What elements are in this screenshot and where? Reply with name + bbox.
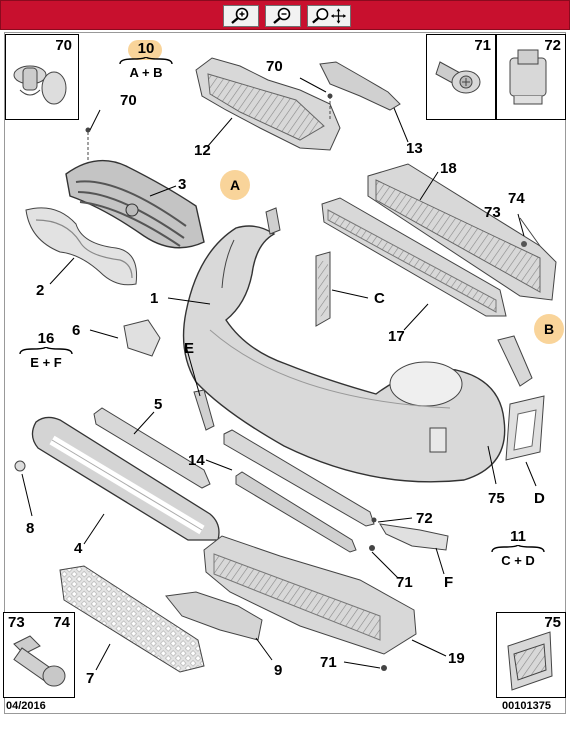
callout-1[interactable]: 1	[150, 290, 159, 307]
callout-12[interactable]: 12	[194, 142, 211, 159]
marker-b[interactable]: B	[534, 314, 564, 344]
group-10-highlight	[128, 40, 162, 60]
brace-icon	[119, 57, 173, 65]
callout-74[interactable]: 74	[508, 190, 525, 207]
callout-c[interactable]: C	[374, 290, 385, 307]
group-10-parts: A + B	[129, 65, 163, 80]
legend-box-70-label: 70	[55, 37, 72, 54]
brace-icon	[491, 545, 545, 553]
clip-70-icon	[13, 65, 67, 105]
callout-6[interactable]: 6	[72, 322, 81, 339]
callout-19[interactable]: 19	[448, 650, 465, 667]
group-11-parts: C + D	[501, 553, 535, 568]
callout-7[interactable]: 7	[86, 670, 95, 687]
group-10[interactable]: 10 A + B	[118, 40, 174, 80]
marker-a[interactable]: A	[220, 170, 250, 200]
callout-2[interactable]: 2	[36, 282, 45, 299]
brace-icon	[19, 347, 73, 355]
callout-70-top[interactable]: 70	[266, 58, 283, 75]
callout-73[interactable]: 73	[484, 204, 501, 221]
callout-13[interactable]: 13	[406, 140, 423, 157]
zoom-pan-button[interactable]	[307, 5, 351, 27]
callout-e[interactable]: E	[184, 340, 195, 357]
callout-71-bottom[interactable]: 71	[320, 654, 337, 671]
marker-b-label: B	[543, 321, 555, 337]
callout-5[interactable]: 5	[154, 396, 163, 413]
group-11[interactable]: 11 C + D	[490, 528, 546, 568]
callout-14[interactable]: 14	[188, 452, 205, 469]
callout-18[interactable]: 18	[440, 160, 457, 177]
zoom-out-button[interactable]	[265, 5, 301, 27]
group-16-number: 16	[37, 330, 55, 347]
callout-71-mid[interactable]: 71	[396, 574, 413, 591]
bolt-73-74-icon	[13, 635, 66, 687]
callout-75[interactable]: 75	[488, 490, 505, 507]
callout-70-left[interactable]: 70	[120, 92, 137, 109]
callout-f[interactable]: F	[444, 574, 454, 591]
callout-17[interactable]: 17	[388, 328, 405, 345]
clip-72-icon	[509, 49, 547, 105]
marker-a-label: A	[229, 177, 241, 193]
group-16-parts: E + F	[30, 355, 62, 370]
callout-4[interactable]: 4	[74, 540, 83, 557]
legend-box-74-label: 74	[53, 614, 70, 631]
callout-d[interactable]: D	[534, 490, 545, 507]
screw-71-icon	[435, 61, 481, 94]
group-11-number: 11	[510, 528, 526, 545]
zoom-pan-icon	[312, 8, 347, 24]
footer-date: 04/2016	[6, 700, 46, 712]
zoom-in-icon	[231, 7, 249, 24]
zoom-out-icon	[273, 7, 291, 24]
zoom-in-button[interactable]	[223, 5, 259, 27]
legend-box-73-label: 73	[8, 614, 25, 631]
toolbar	[0, 0, 570, 30]
group-16[interactable]: 16 E + F	[18, 330, 74, 370]
bracket-75-icon	[507, 631, 553, 691]
legend-box-71-label: 71	[474, 37, 491, 54]
callout-9[interactable]: 9	[274, 662, 283, 679]
legend-box-75-label: 75	[544, 614, 561, 631]
callout-72[interactable]: 72	[416, 510, 433, 527]
diagram-frame	[4, 32, 566, 714]
legend-box-72-label: 72	[544, 37, 561, 54]
legend-box-73-74: 73 74	[3, 612, 75, 698]
group-10-number: 10	[137, 40, 155, 57]
footer-reference: 00101375	[502, 700, 551, 712]
callout-3[interactable]: 3	[178, 176, 187, 193]
callout-8[interactable]: 8	[26, 520, 35, 537]
